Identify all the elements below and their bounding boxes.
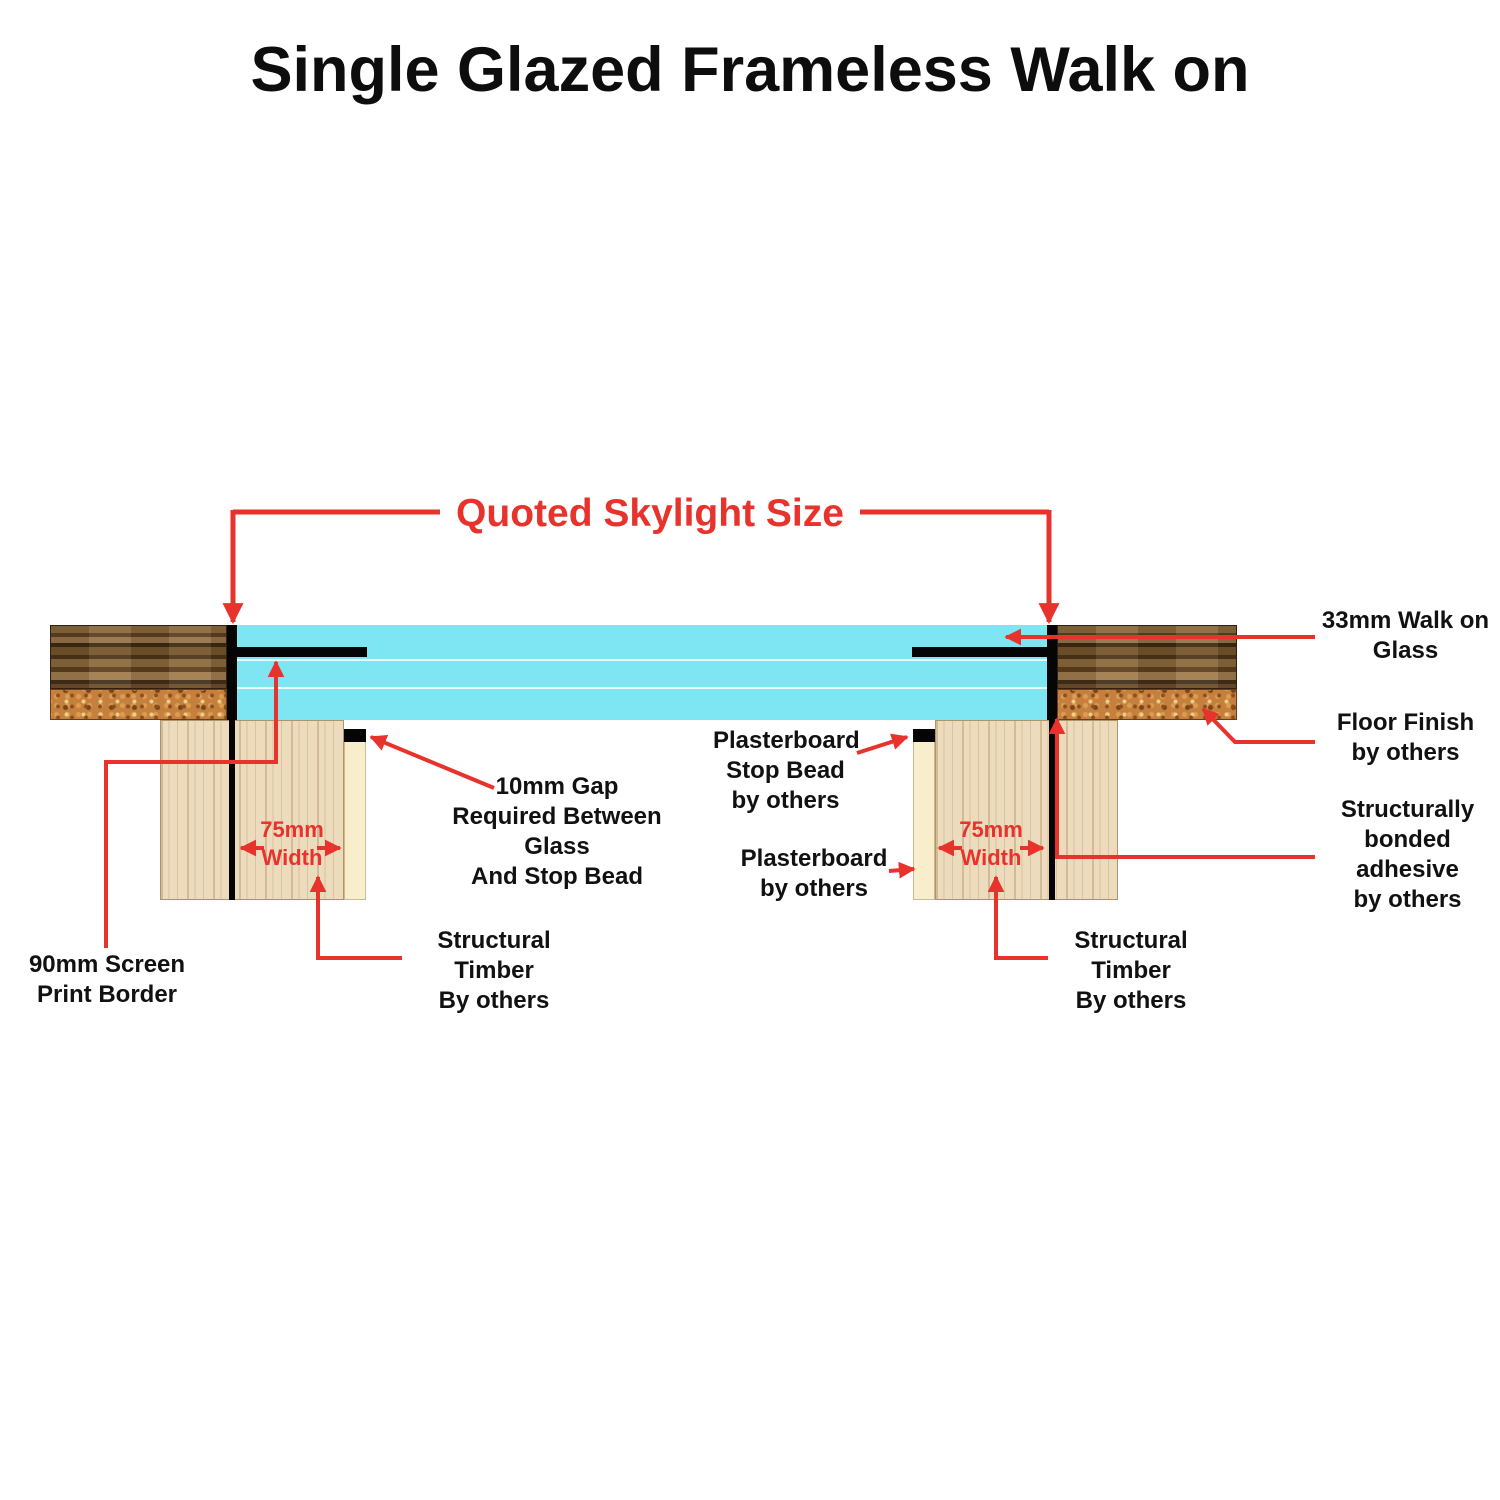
structural-timber-label-right: Structural Timber By others xyxy=(1074,927,1188,1014)
glass-edge-line-left xyxy=(229,720,235,900)
bonded-adhesive-label: Structurally bonded adhesive by others xyxy=(1340,796,1475,913)
glass-edge-bond-right xyxy=(1047,625,1057,720)
stop-bead-left xyxy=(344,729,366,742)
glass-edge-line-right xyxy=(1049,720,1055,900)
width-dimension-left: 75mm Width xyxy=(260,817,324,870)
page-title: Single Glazed Frameless Walk on xyxy=(250,35,1250,105)
glass-edge-bond-left xyxy=(227,625,237,720)
floor-finish-wood-left xyxy=(50,625,227,689)
stop-bead-label: Plasterboard Stop Bead by others xyxy=(713,727,860,814)
glass-panel xyxy=(237,625,1047,720)
structural-timber-label-left: Structural Timber By others xyxy=(437,927,551,1014)
width-dimension-right: 75mm Width xyxy=(959,817,1023,870)
gap-label: 10mm Gap Required Between Glass And Stop… xyxy=(452,773,662,890)
floor-finish-underlay-right xyxy=(1057,689,1237,720)
screen-print-strip-right xyxy=(912,647,1047,657)
plasterboard-label: Plasterboard by others xyxy=(740,845,888,902)
screen-print-strip-left xyxy=(237,647,367,657)
floor-finish-wood-right xyxy=(1057,625,1237,689)
stop-bead-right xyxy=(913,729,935,742)
floor-finish-label: Floor Finish by others xyxy=(1336,709,1475,766)
glass-laminate-line-2 xyxy=(237,687,1047,689)
glass-laminate-line-1 xyxy=(237,659,1047,661)
plasterboard-left xyxy=(344,729,366,900)
walk-on-glass-label: 33mm Walk on Glass xyxy=(1321,607,1490,664)
structural-timber-right xyxy=(935,720,1118,900)
floor-finish-underlay-left xyxy=(50,689,227,720)
quoted-skylight-size-label: Quoted Skylight Size xyxy=(440,490,860,538)
screen-print-border-label: 90mm Screen Print Border xyxy=(28,951,186,1008)
plasterboard-right xyxy=(913,729,935,900)
structural-timber-left xyxy=(160,720,344,900)
